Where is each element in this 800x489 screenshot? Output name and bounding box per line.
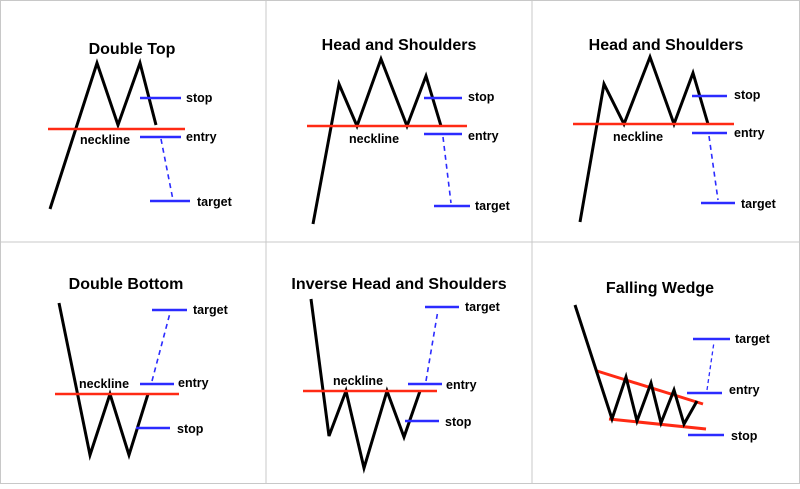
panel-title: Falling Wedge bbox=[606, 280, 714, 297]
entry-label: entry bbox=[178, 376, 209, 390]
entry-label: entry bbox=[446, 378, 477, 392]
wedge-lower-trendline bbox=[608, 417, 707, 431]
neckline-label: neckline bbox=[613, 130, 663, 144]
price-path bbox=[309, 298, 422, 474]
target-projection bbox=[708, 135, 719, 201]
panel-inverse-head-and-shoulders: Inverse Head and Shoulders neckline targ… bbox=[291, 276, 507, 474]
neckline-label: neckline bbox=[80, 133, 130, 147]
panel-head-and-shoulders-2: Head and Shoulders neckline stop entry t… bbox=[573, 37, 777, 223]
entry-label: entry bbox=[729, 383, 760, 397]
panel-double-top: Double Top neckline stop entry target bbox=[48, 41, 233, 210]
panel-title: Inverse Head and Shoulders bbox=[291, 276, 506, 293]
target-projection bbox=[706, 341, 715, 391]
panel-title: Double Top bbox=[89, 41, 176, 58]
stop-label: stop bbox=[186, 91, 213, 105]
entry-label: entry bbox=[468, 129, 499, 143]
neckline-label: neckline bbox=[333, 374, 383, 388]
panel-head-and-shoulders-1: Head and Shoulders neckline stop entry t… bbox=[307, 37, 511, 225]
target-label: target bbox=[475, 199, 511, 213]
panel-title: Double Bottom bbox=[69, 276, 184, 293]
panel-title: Head and Shoulders bbox=[322, 37, 477, 54]
panel-falling-wedge: Falling Wedge target entry stop bbox=[573, 280, 771, 443]
entry-label: entry bbox=[186, 130, 217, 144]
target-projection bbox=[151, 312, 171, 382]
target-label: target bbox=[197, 195, 233, 209]
neckline-label: neckline bbox=[79, 377, 129, 391]
stop-label: stop bbox=[445, 415, 472, 429]
target-projection bbox=[160, 138, 174, 201]
price-path bbox=[578, 52, 710, 223]
stop-label: stop bbox=[468, 90, 495, 104]
price-path bbox=[311, 54, 443, 225]
price-path bbox=[573, 304, 699, 428]
stop-label: stop bbox=[177, 422, 204, 436]
target-label: target bbox=[741, 197, 777, 211]
target-projection bbox=[442, 136, 452, 204]
neckline-label: neckline bbox=[349, 132, 399, 146]
panel-double-bottom: Double Bottom neckline target entry stop bbox=[55, 276, 229, 461]
target-projection bbox=[425, 309, 439, 382]
price-path bbox=[48, 57, 158, 210]
stop-label: stop bbox=[731, 429, 758, 443]
target-label: target bbox=[465, 300, 501, 314]
target-label: target bbox=[193, 303, 229, 317]
stop-label: stop bbox=[734, 88, 761, 102]
panel-title: Head and Shoulders bbox=[589, 37, 744, 54]
entry-label: entry bbox=[734, 126, 765, 140]
target-label: target bbox=[735, 332, 771, 346]
